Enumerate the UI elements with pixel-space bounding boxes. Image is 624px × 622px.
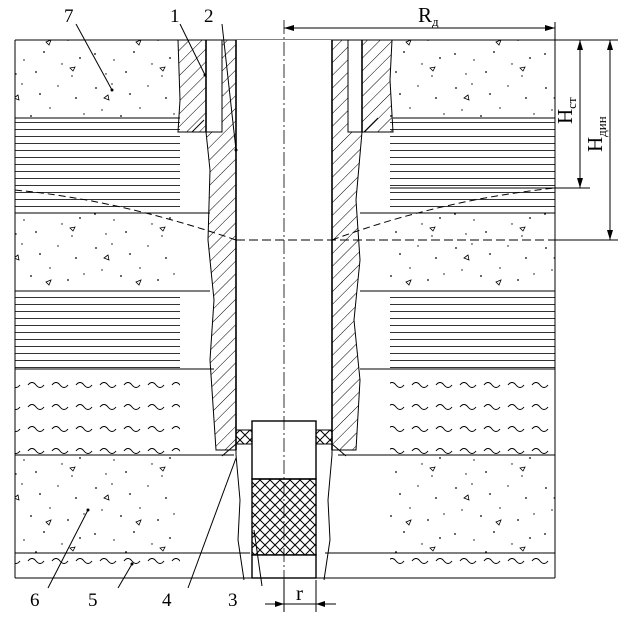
- label-7: 7: [64, 6, 74, 27]
- label-1: 1: [170, 6, 180, 27]
- dimension-hst: [555, 39, 618, 188]
- depression-cone-right: [331, 187, 556, 241]
- dimension-rd: [284, 22, 556, 40]
- label-2: 2: [204, 6, 214, 27]
- label-3: 3: [228, 590, 238, 611]
- hdin-label: Hдин: [583, 116, 609, 152]
- packer-right: [315, 429, 333, 445]
- label-5: 5: [88, 590, 98, 611]
- packer-left: [235, 429, 253, 445]
- rd-label: Rд: [418, 3, 439, 29]
- water-levels: [14, 187, 618, 241]
- dimension-r: [265, 580, 336, 612]
- dimension-hdin: [607, 40, 613, 240]
- label-6: 6: [30, 590, 40, 611]
- depression-cone-left: [14, 189, 237, 241]
- r-label: r: [296, 581, 303, 605]
- hst-label: Hст: [553, 97, 579, 124]
- leaders: [47, 23, 263, 589]
- label-4: 4: [162, 590, 172, 611]
- conductor-left: [177, 39, 207, 133]
